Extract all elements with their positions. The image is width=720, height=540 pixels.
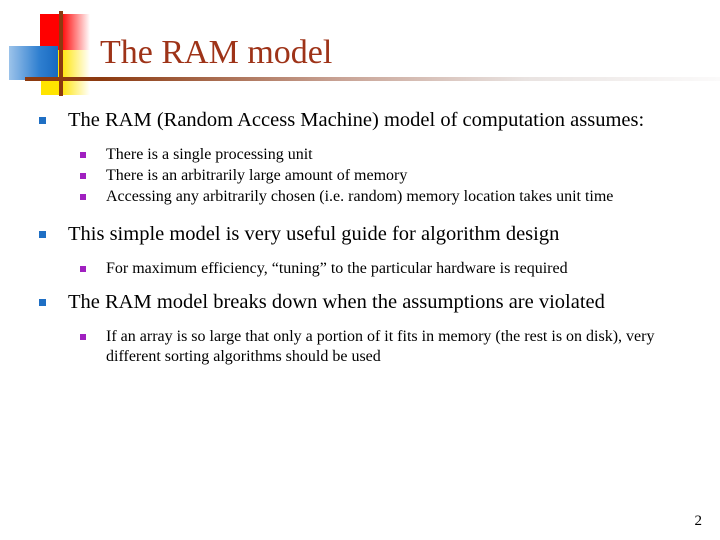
bullet-item-level1: This simple model is very useful guide f… bbox=[30, 222, 702, 247]
spacer bbox=[30, 280, 702, 290]
sub-bullet-group: There is a single processing unit There … bbox=[30, 145, 702, 207]
sub-bullet-group: If an array is so large that only a port… bbox=[30, 327, 702, 367]
spacer bbox=[30, 249, 702, 259]
bullet-item-level2: There is a single processing unit bbox=[68, 145, 702, 165]
bullet-item-level2: For maximum efficiency, “tuning” to the … bbox=[68, 259, 702, 279]
sub-bullet-group: For maximum efficiency, “tuning” to the … bbox=[30, 259, 702, 279]
bullet-item-level1: The RAM model breaks down when the assum… bbox=[30, 290, 702, 315]
square-bullet-icon bbox=[80, 334, 86, 340]
slide-body: The RAM (Random Access Machine) model of… bbox=[30, 108, 702, 368]
horizontal-rule bbox=[25, 77, 720, 81]
square-bullet-icon bbox=[39, 299, 46, 306]
bullet-item-level2: There is an arbitrarily large amount of … bbox=[68, 166, 702, 186]
slide-logo-decoration bbox=[0, 0, 110, 105]
square-bullet-icon bbox=[80, 194, 86, 200]
bullet-text: For maximum efficiency, “tuning” to the … bbox=[106, 260, 568, 277]
vertical-rule-icon bbox=[59, 11, 63, 96]
blue-square-icon bbox=[9, 46, 58, 80]
bullet-text: The RAM (Random Access Machine) model of… bbox=[68, 109, 645, 131]
slide-title: The RAM model bbox=[100, 34, 333, 71]
bullet-item-level1: The RAM (Random Access Machine) model of… bbox=[30, 108, 702, 133]
bullet-text: This simple model is very useful guide f… bbox=[68, 223, 560, 245]
spacer bbox=[30, 135, 702, 145]
square-bullet-icon bbox=[39, 117, 46, 124]
bullet-text: Accessing any arbitrarily chosen (i.e. r… bbox=[106, 188, 614, 205]
spacer bbox=[30, 317, 702, 327]
bullet-text: If an array is so large that only a port… bbox=[106, 328, 655, 365]
square-bullet-icon bbox=[80, 152, 86, 158]
bullet-item-level2: Accessing any arbitrarily chosen (i.e. r… bbox=[68, 187, 702, 207]
square-bullet-icon bbox=[39, 231, 46, 238]
bullet-text: The RAM model breaks down when the assum… bbox=[68, 291, 605, 313]
bullet-item-level2: If an array is so large that only a port… bbox=[68, 327, 702, 367]
square-bullet-icon bbox=[80, 266, 86, 272]
square-bullet-icon bbox=[80, 173, 86, 179]
bullet-text: There is an arbitrarily large amount of … bbox=[106, 167, 408, 184]
spacer bbox=[30, 208, 702, 222]
bullet-text: There is a single processing unit bbox=[106, 146, 313, 163]
page-number: 2 bbox=[694, 513, 703, 529]
